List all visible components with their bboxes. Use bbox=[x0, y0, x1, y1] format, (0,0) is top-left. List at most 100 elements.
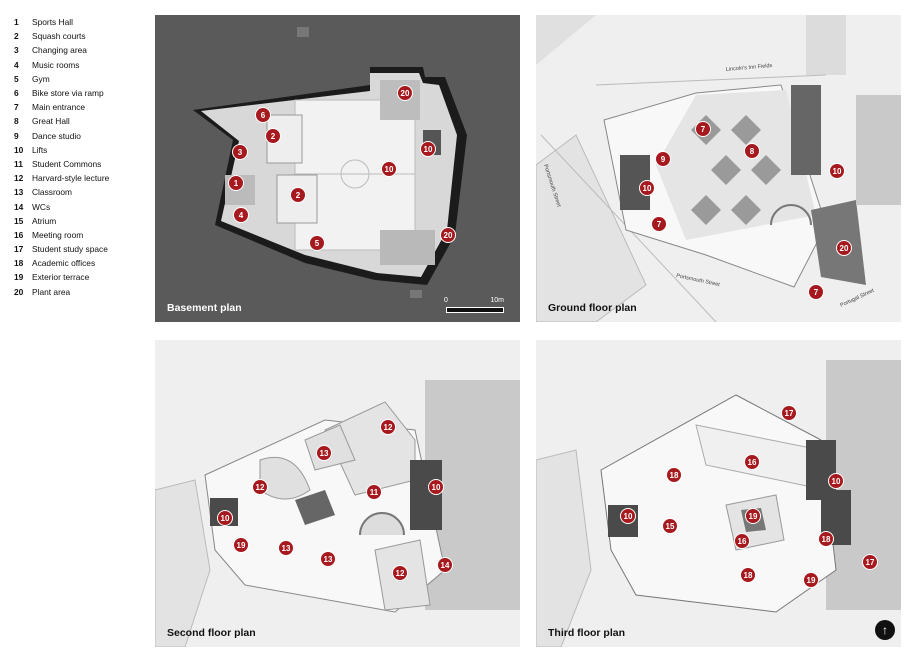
room-number-badge: 12 bbox=[392, 565, 408, 581]
legend-label: Bike store via ramp bbox=[32, 88, 104, 99]
room-number: 13 bbox=[282, 544, 291, 553]
room-number: 15 bbox=[666, 522, 675, 531]
room-number: 16 bbox=[738, 537, 747, 546]
room-number: 2 bbox=[296, 191, 301, 200]
room-number: 4 bbox=[239, 211, 244, 220]
room-number: 16 bbox=[748, 458, 757, 467]
room-number-badge: 20 bbox=[836, 240, 852, 256]
legend-number: 4 bbox=[14, 59, 19, 70]
legend-number: 14 bbox=[14, 201, 24, 212]
room-number: 20 bbox=[840, 244, 849, 253]
legend-number: 17 bbox=[14, 244, 24, 255]
legend-item: 9 Dance studio bbox=[14, 129, 149, 143]
legend-number: 1 bbox=[14, 17, 19, 28]
room-number: 10 bbox=[424, 145, 433, 154]
room-number: 10 bbox=[624, 512, 633, 521]
room-number-badge: 13 bbox=[278, 540, 294, 556]
room-number: 12 bbox=[384, 423, 393, 432]
legend-label: Lifts bbox=[32, 144, 48, 155]
legend-label: Music rooms bbox=[32, 59, 80, 70]
legend-number: 6 bbox=[14, 88, 19, 99]
room-number-badge: 3 bbox=[232, 144, 248, 160]
room-number-badge: 7 bbox=[695, 121, 711, 137]
legend-label: Academic offices bbox=[32, 258, 96, 269]
room-number-badge: 13 bbox=[316, 445, 332, 461]
room-number: 11 bbox=[370, 488, 379, 497]
room-number: 17 bbox=[785, 409, 794, 418]
legend-item: 4 Music rooms bbox=[14, 58, 149, 72]
legend-number: 16 bbox=[14, 229, 24, 240]
legend-number: 5 bbox=[14, 73, 19, 84]
room-number-badge: 7 bbox=[651, 216, 667, 232]
room-number: 18 bbox=[822, 535, 831, 544]
room-number: 7 bbox=[814, 288, 819, 297]
legend-item: 7 Main entrance bbox=[14, 100, 149, 114]
room-number: 8 bbox=[750, 147, 755, 156]
room-number-badge: 2 bbox=[290, 187, 306, 203]
legend-label: Squash courts bbox=[32, 31, 86, 42]
room-number-badge: 18 bbox=[818, 531, 834, 547]
legend-label: Gym bbox=[32, 73, 50, 84]
room-number-badge: 10 bbox=[381, 161, 397, 177]
room-number-badge: 19 bbox=[745, 508, 761, 524]
legend-item: 6 Bike store via ramp bbox=[14, 86, 149, 100]
room-number: 13 bbox=[324, 555, 333, 564]
legend-label: Main entrance bbox=[32, 102, 86, 113]
scale-zero: 0 bbox=[444, 297, 448, 304]
room-number-badge: 10 bbox=[620, 508, 636, 524]
second-floor-drawing bbox=[155, 380, 520, 647]
room-number-badge: 2 bbox=[265, 128, 281, 144]
room-number: 10 bbox=[833, 167, 842, 176]
room-number: 10 bbox=[385, 165, 394, 174]
legend-number: 15 bbox=[14, 215, 24, 226]
legend-label: Harvard-style lecture bbox=[32, 173, 110, 184]
room-number: 17 bbox=[866, 558, 875, 567]
legend-number: 9 bbox=[14, 130, 19, 141]
legend-label: Student Commons bbox=[32, 158, 102, 169]
scale-ten: 10m bbox=[490, 297, 504, 304]
third-floor-plan-title: Third floor plan bbox=[548, 627, 625, 639]
room-number: 13 bbox=[320, 449, 329, 458]
legend-number: 7 bbox=[14, 102, 19, 113]
room-number-badge: 16 bbox=[734, 533, 750, 549]
legend-number: 8 bbox=[14, 116, 19, 127]
street-label: Portsmouth Street bbox=[676, 273, 721, 288]
legend-item: 17 Student study space bbox=[14, 242, 149, 256]
legend-label: Exterior terrace bbox=[32, 272, 90, 283]
room-number: 6 bbox=[261, 111, 266, 120]
cropped-caption-strip bbox=[155, 0, 895, 6]
room-number: 18 bbox=[670, 471, 679, 480]
room-number-badge: 8 bbox=[744, 143, 760, 159]
legend-label: Atrium bbox=[32, 215, 57, 226]
room-number-badge: 14 bbox=[437, 557, 453, 573]
room-number: 10 bbox=[432, 483, 441, 492]
room-number-badge: 18 bbox=[666, 467, 682, 483]
ground-street-labels: Lincoln's Inn Fields Portsmouth Street P… bbox=[542, 63, 875, 309]
legend-label: Student study space bbox=[32, 244, 108, 255]
room-number-badge: 7 bbox=[808, 284, 824, 300]
room-number-badge: 5 bbox=[309, 235, 325, 251]
room-number-badge: 1 bbox=[228, 175, 244, 191]
room-number-badge: 19 bbox=[233, 537, 249, 553]
room-number-badge: 20 bbox=[397, 85, 413, 101]
legend-label: Dance studio bbox=[32, 130, 81, 141]
room-number-badge: 10 bbox=[217, 510, 233, 526]
room-number-badge: 11 bbox=[366, 484, 382, 500]
room-number: 7 bbox=[657, 220, 662, 229]
room-number-badge: 9 bbox=[655, 151, 671, 167]
